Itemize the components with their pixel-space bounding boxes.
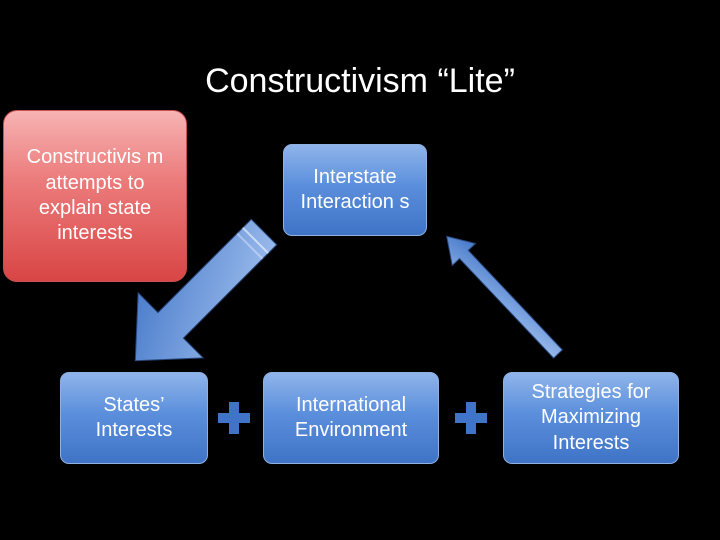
note-box: Constructivis m attempts to explain stat… bbox=[3, 110, 187, 282]
states-interests-box: States’ Interests bbox=[60, 372, 208, 464]
arrow-to-states-interests bbox=[134, 218, 278, 362]
interstate-interaction-label: Interstate Interaction s bbox=[300, 165, 410, 213]
slide-title: Constructivism “Lite” bbox=[205, 62, 515, 100]
plus-icon bbox=[455, 402, 487, 434]
international-environment-box: International Environment bbox=[263, 372, 439, 464]
plus-icon bbox=[218, 402, 250, 434]
international-environment-label: International Environment bbox=[294, 393, 408, 441]
strategies-label: Strategies for Maximizing Interests bbox=[531, 380, 651, 454]
interstate-interaction-box: Interstate Interaction s bbox=[283, 144, 427, 236]
note-text: Constructivis m attempts to explain stat… bbox=[26, 146, 164, 245]
states-interests-label: States’ Interests bbox=[95, 393, 173, 441]
strategies-box: Strategies for Maximizing Interests bbox=[503, 372, 679, 464]
arrow-to-interstate-interaction bbox=[446, 235, 564, 359]
